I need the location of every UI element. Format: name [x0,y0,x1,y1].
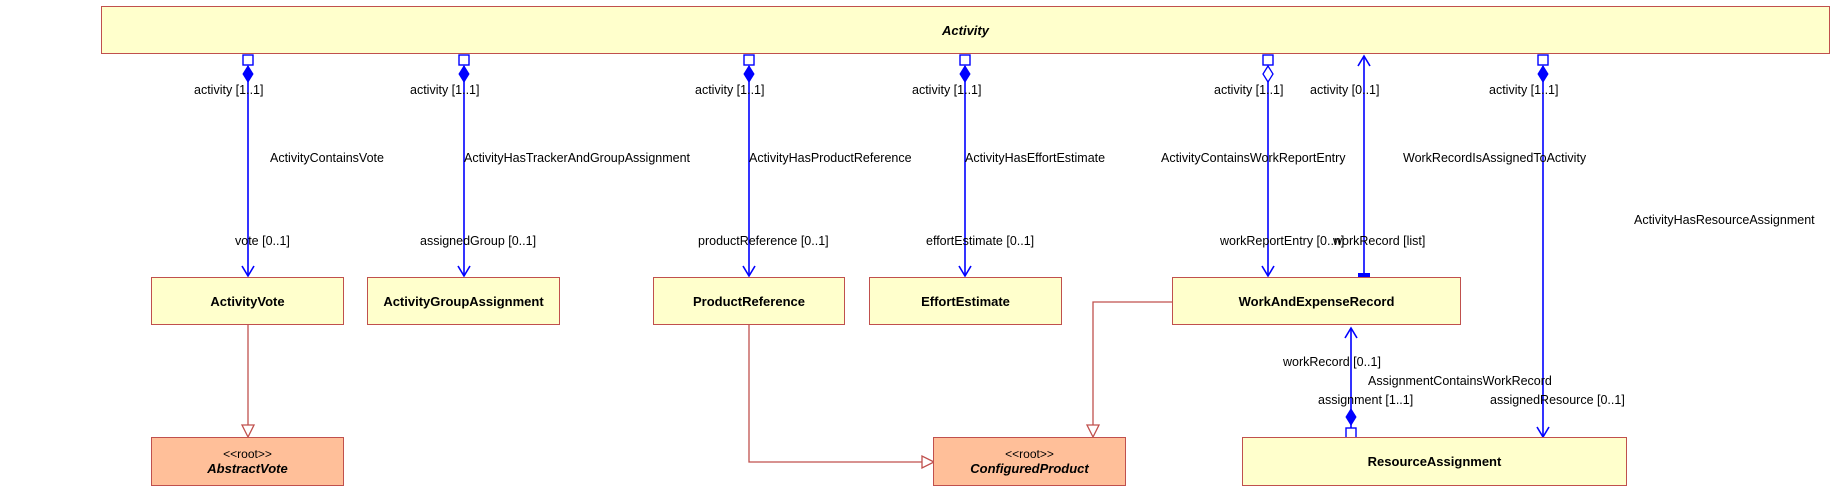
target-role-label: workReportEntry [0..n] [1220,234,1345,248]
target-role-label: effortEstimate [0..1] [926,234,1035,248]
end-square-icon [242,54,254,66]
end-square-icon [959,54,971,66]
class-effort-estimate[interactable]: EffortEstimate [869,277,1062,325]
class-resource-assignment[interactable]: ResourceAssignment [1242,437,1627,486]
composition-diamond-icon [1537,65,1549,83]
association-name-label: ActivityHasEffortEstimate [965,151,1106,165]
end-square-icon [458,54,470,66]
class-name: ActivityVote [210,293,285,309]
target-role-label: productReference [0..1] [698,234,829,248]
end-square-icon [743,54,755,66]
association-name-label: ActivityContainsVote [270,151,384,165]
composition-diamond-icon [458,65,470,83]
composition-diamond-icon [1345,408,1357,426]
class-activity-vote[interactable]: ActivityVote [151,277,344,325]
target-role-label: assignedResource [0..1] [1490,393,1625,407]
source-role-label: activity [1..1] [695,83,765,97]
target-role-label: workRecord [list] [1333,234,1426,248]
source-role-label: activity [1..1] [1489,83,1559,97]
source-role-label: assignment [1..1] [1318,393,1414,407]
class-activity-group-assignment[interactable]: ActivityGroupAssignment [367,277,560,325]
class-name: ConfiguredProduct [970,460,1089,476]
source-role-label: activity [1..1] [194,83,264,97]
association-name-label: ActivityHasTrackerAndGroupAssignment [464,151,691,165]
association-name-label: ActivityHasResourceAssignment [1634,213,1815,227]
generalization-triangle-icon [921,454,936,470]
generalization-line-work-record [1092,301,1172,425]
class-name: ProductReference [693,293,805,309]
target-role-label: assignedGroup [0..1] [420,234,537,248]
class-work-and-expense-record[interactable]: WorkAndExpenseRecord [1172,277,1461,325]
class-name: WorkAndExpenseRecord [1238,293,1395,309]
aggregation-diamond-icon [1262,64,1274,84]
generalization-triangle-icon [240,424,256,439]
class-activity[interactable]: Activity [101,6,1830,54]
source-role-label: activity [1..1] [1214,83,1284,97]
class-name: AbstractVote [207,460,288,476]
class-name: ResourceAssignment [1367,454,1502,469]
target-role-label: workRecord [0..1] [1283,355,1381,369]
composition-diamond-icon [743,65,755,83]
composition-diamond-icon [959,65,971,83]
class-product-reference[interactable]: ProductReference [653,277,845,325]
generalization-line-product [748,325,922,463]
generalization-triangle-icon [1085,424,1101,439]
target-role-label: vote [0..1] [235,234,290,248]
association-name-label: WorkRecordIsAssignedToActivity [1403,151,1587,165]
class-name: EffortEstimate [921,293,1010,309]
class-abstract-vote[interactable]: <<root>>AbstractVote [151,437,344,486]
qualifier-bar-icon [1358,273,1370,277]
source-role-label: activity [0..1] [1310,83,1380,97]
composition-diamond-icon [242,65,254,83]
end-square-icon [1537,54,1549,66]
class-name: Activity [942,22,989,38]
association-name-label: AssignmentContainsWorkRecord [1368,374,1552,388]
class-stereotype: <<root>> [1005,446,1054,461]
source-role-label: activity [1..1] [410,83,480,97]
association-name-label: ActivityHasProductReference [749,151,912,165]
end-square-icon [1262,54,1274,66]
class-configured-product[interactable]: <<root>>ConfiguredProduct [933,437,1126,486]
source-role-label: activity [1..1] [912,83,982,97]
class-name: ActivityGroupAssignment [383,293,544,309]
association-name-label: ActivityContainsWorkReportEntry [1161,151,1346,165]
class-stereotype: <<root>> [223,446,272,461]
